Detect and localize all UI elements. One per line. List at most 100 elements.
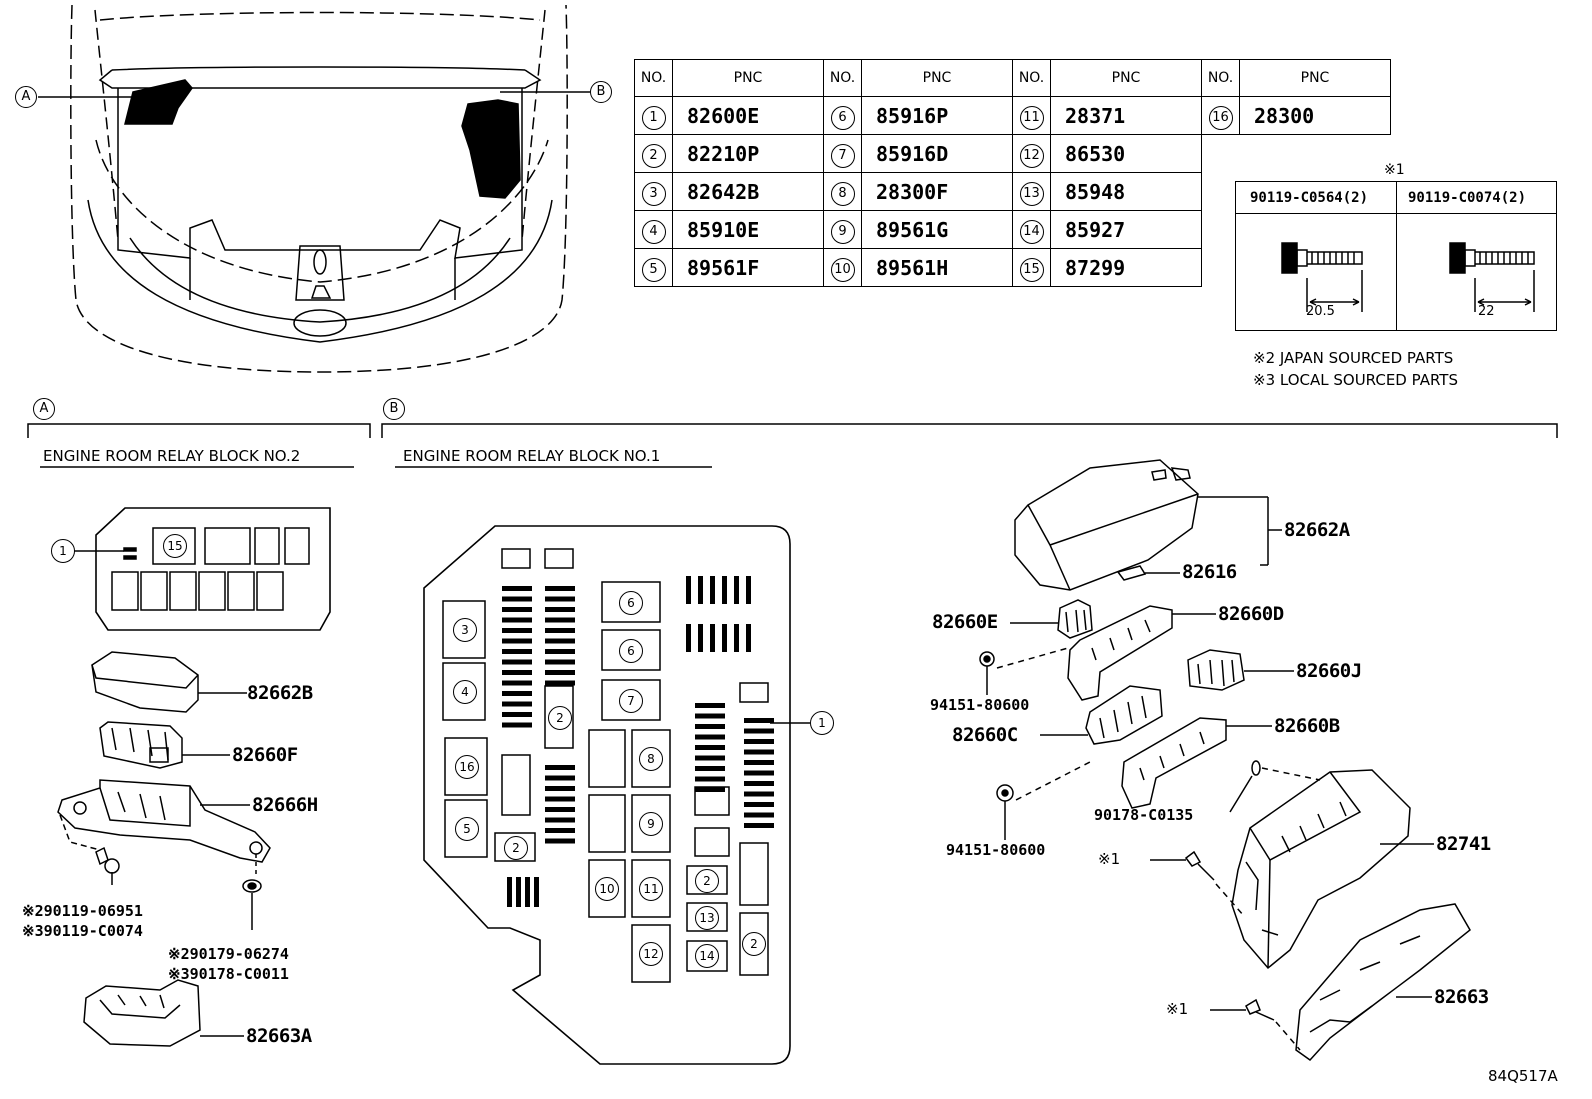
part-82660D: 82660D	[1218, 603, 1284, 625]
bolt-note-mark: ※1	[1384, 162, 1405, 178]
part-nut-94151-lower: 94151-80600	[946, 841, 1046, 859]
fuse-blade	[744, 728, 774, 734]
fuse-blade	[516, 877, 521, 907]
block1-position: 3	[453, 618, 477, 642]
locator-a: A	[15, 86, 37, 108]
fuse-blade	[545, 796, 575, 802]
block1-position: 6	[619, 591, 643, 615]
pnc-cell: 82210P	[672, 134, 824, 173]
header-no: NO.	[1012, 59, 1051, 97]
item-number: 5	[641, 257, 666, 282]
fuse-blade	[744, 823, 774, 828]
fuse-blade	[744, 770, 774, 776]
note-japan-sourced: ※2 JAPAN SOURCED PARTS	[1253, 349, 1454, 367]
pnc-cell: 89561H	[861, 248, 1013, 287]
fuse-blade	[744, 718, 774, 723]
pnc-header-row: NO. PNC NO. PNC NO. PNC NO. PNC	[634, 59, 1391, 97]
fuse-blade	[734, 576, 739, 604]
block1-position: 4	[453, 680, 477, 704]
item-number: 10	[830, 257, 855, 282]
item-number: 16	[1208, 105, 1233, 130]
fuse-blade	[746, 624, 751, 652]
fuse-blade	[744, 791, 774, 797]
block1-position: 7	[619, 689, 643, 713]
fuse-blade	[545, 596, 575, 602]
fuse-blade	[545, 617, 575, 623]
section-a-title: ENGINE ROOM RELAY BLOCK NO.2	[43, 447, 301, 465]
pnc-cell: 82642B	[672, 172, 824, 211]
part-clip-local: ※390178-C0011	[168, 965, 289, 983]
fuse-blade	[545, 628, 575, 633]
table-row: 4 85910E 9 89561G 14 85927	[634, 210, 1391, 249]
fuse-blade	[534, 877, 539, 907]
fuse-blade	[502, 701, 532, 707]
fuse-blade	[744, 802, 774, 807]
bolt1-part: 90119-C0564(2)	[1250, 190, 1369, 206]
part-82660F: 82660F	[232, 744, 298, 766]
block1-position: 2	[548, 706, 572, 730]
pnc-cell: 86530	[1050, 134, 1202, 173]
bolt-note-drawings	[1281, 242, 1535, 312]
fuse-blade	[744, 781, 774, 786]
locator-b: B	[590, 81, 612, 103]
table-row: 5 89561F 10 89561H 15 87299	[634, 248, 1391, 287]
header-pnc: PNC	[672, 59, 824, 97]
fuse-blade	[695, 745, 725, 750]
fuse-blade	[722, 576, 727, 604]
item-number: 14	[1019, 219, 1044, 244]
block2-callout-1: 1	[51, 539, 75, 563]
bolt2-length: 22	[1478, 304, 1495, 319]
header-pnc: PNC	[861, 59, 1013, 97]
fuse-blade	[545, 786, 575, 791]
fuse-blade	[698, 624, 703, 652]
pnc-table: NO. PNC NO. PNC NO. PNC NO. PNC 1 82600E…	[634, 59, 1391, 287]
block1-position: 16	[455, 755, 479, 779]
header-no: NO.	[823, 59, 862, 97]
relay-block-no2-layout	[73, 507, 331, 631]
bolt1-length: 20.5	[1306, 304, 1335, 319]
part-82662B: 82662B	[247, 682, 313, 704]
fuse-blade	[695, 787, 725, 792]
block1-position: 2	[742, 932, 766, 956]
fuse-blade	[710, 576, 715, 604]
fuse-blade	[502, 680, 532, 686]
fuse-blade	[695, 755, 725, 761]
block1-position: 12	[639, 942, 663, 966]
fuse-blade	[545, 817, 575, 823]
part-82663A: 82663A	[246, 1025, 312, 1047]
fuse-blade	[502, 722, 532, 728]
fuse-blade	[502, 691, 532, 696]
part-82660J: 82660J	[1296, 660, 1362, 682]
fuse-blade	[502, 649, 532, 654]
part-bolt-note1-lower: ※1	[1166, 1000, 1189, 1018]
part-clip-japan: ※290179-06274	[168, 945, 289, 963]
item-number: 12	[1019, 143, 1044, 168]
block1-position: 14	[695, 944, 719, 968]
pnc-cell: 85916P	[861, 96, 1013, 135]
bolt-note-box: 90119-C0564(2) 90119-C0074(2) 20.5 22	[1235, 181, 1557, 331]
fuse-blade	[695, 724, 725, 729]
part-82741: 82741	[1436, 833, 1491, 855]
fuse-blade	[502, 628, 532, 633]
part-clip-90178: 90178-C0135	[1094, 806, 1194, 824]
fuse-blade	[695, 776, 725, 782]
fuse-blade	[545, 638, 575, 644]
bolt2-part: 90119-C0074(2)	[1408, 190, 1527, 206]
fuse-blade	[502, 670, 532, 675]
item-number: 6	[830, 105, 855, 130]
table-row: 1 82600E 6 85916P 11 28371 16 28300	[634, 96, 1391, 135]
fuse-blade	[545, 765, 575, 770]
fuse-blade	[502, 607, 532, 612]
fuse-blade	[695, 713, 725, 719]
table-row: 3 82642B 8 28300F 13 85948	[634, 172, 1391, 211]
relay-block-no1-layout	[423, 525, 810, 1065]
block1-position: 2	[504, 836, 528, 860]
pnc-cell: 28300	[1239, 96, 1391, 135]
header-pnc: PNC	[1239, 59, 1391, 97]
item-number: 13	[1019, 181, 1044, 206]
part-82660C: 82660C	[952, 724, 1018, 746]
item-number: 11	[1019, 105, 1044, 130]
fuse-blade	[698, 576, 703, 604]
fuse-blade	[502, 638, 532, 644]
part-bolt-local: ※390119-C0074	[22, 922, 143, 940]
